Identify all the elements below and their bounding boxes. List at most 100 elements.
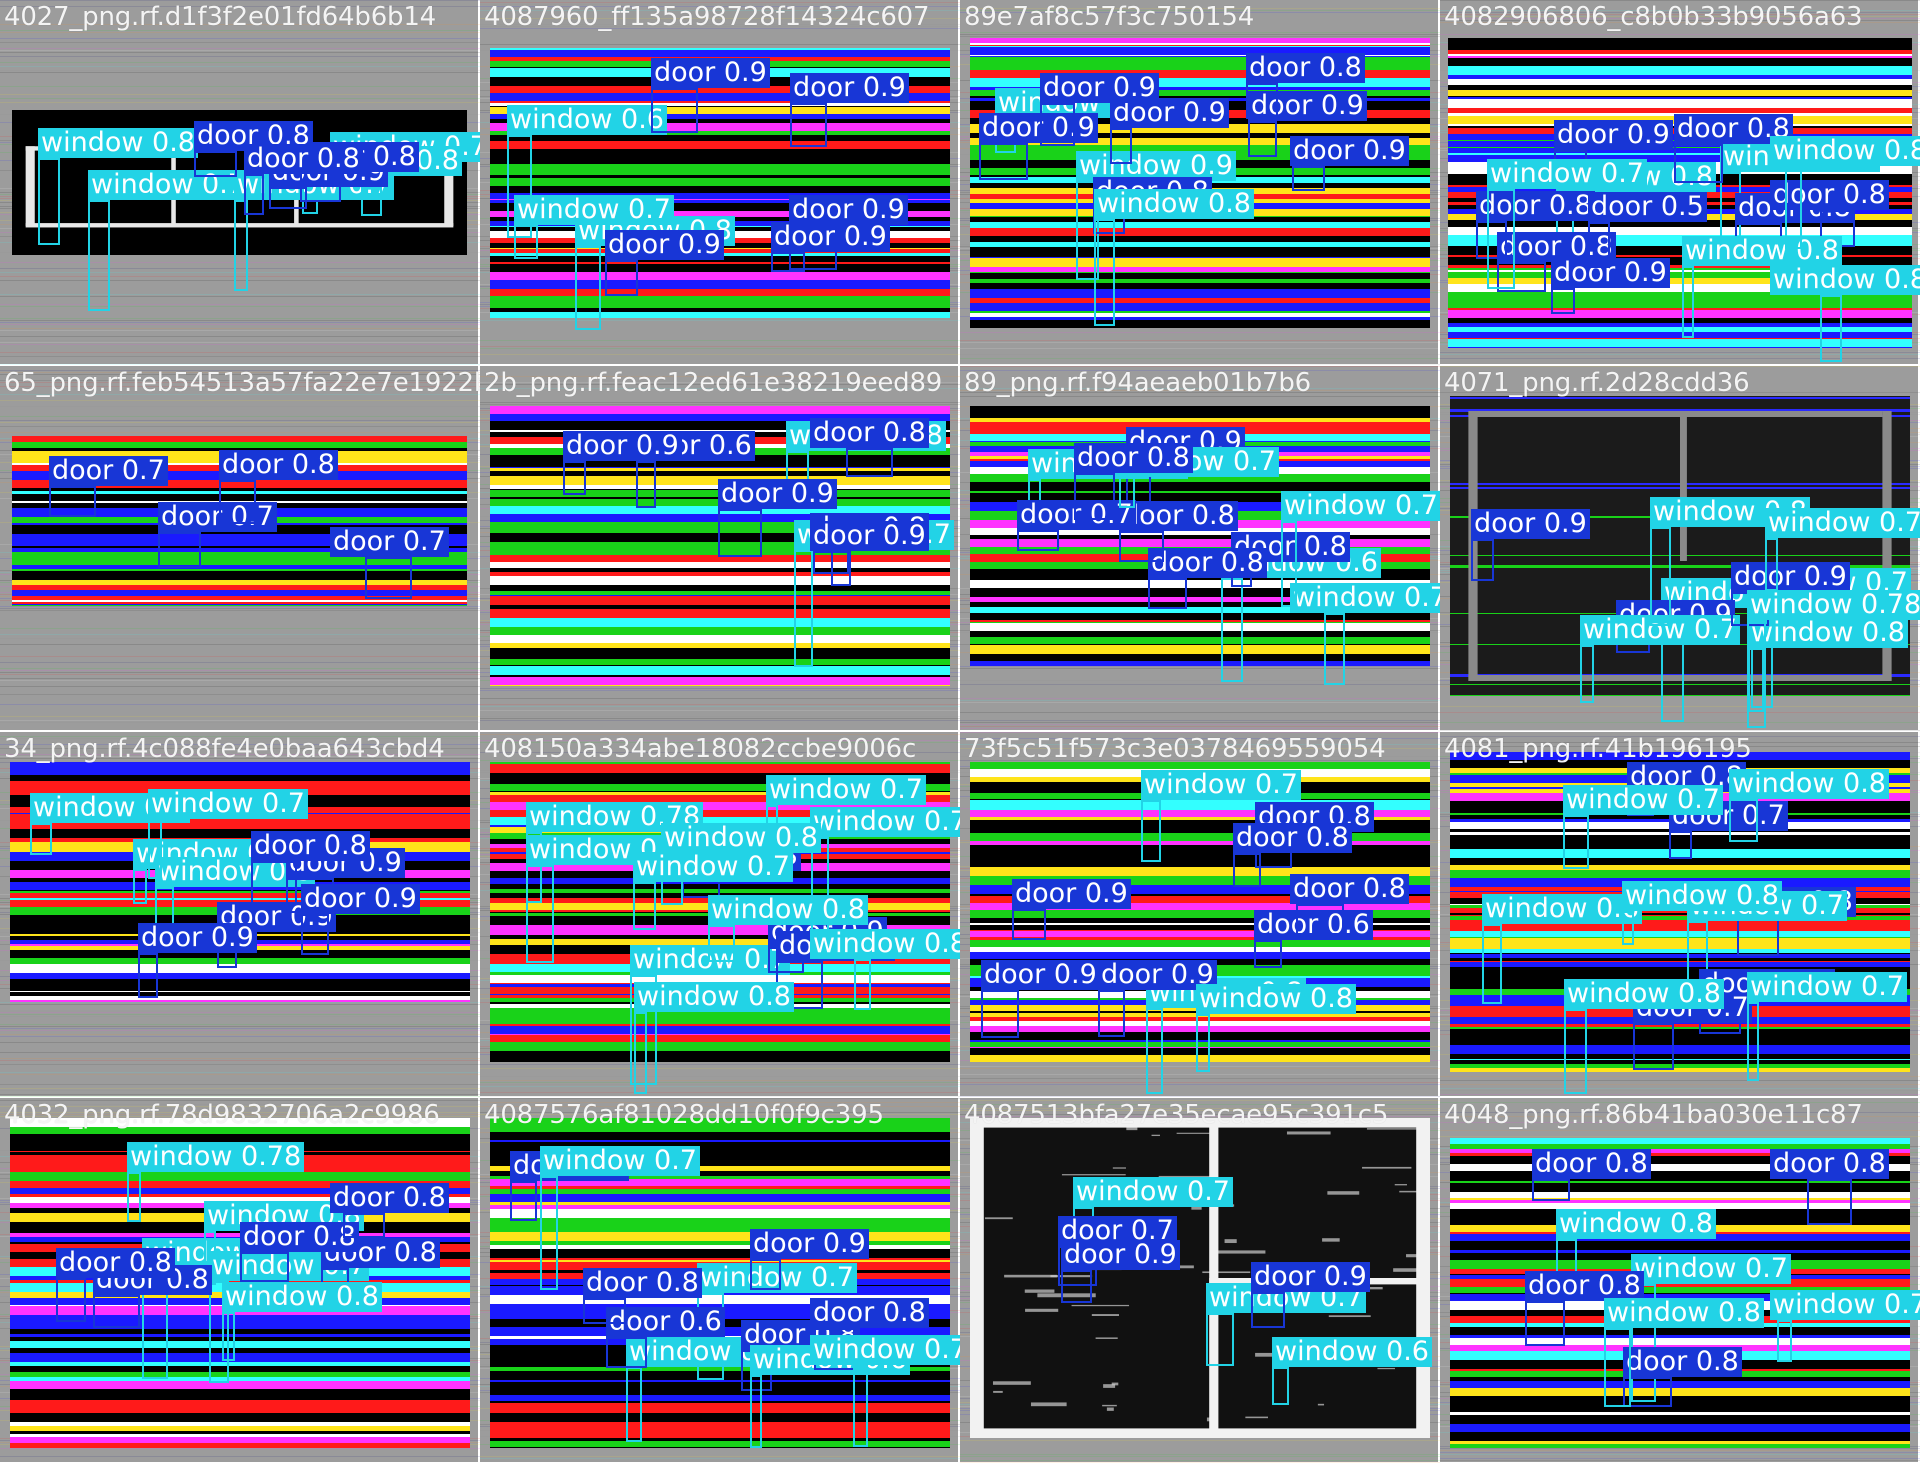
plan-stripe <box>490 939 950 945</box>
plan-stripe <box>490 925 950 932</box>
door-bounding-box <box>1148 578 1187 609</box>
noise-line <box>480 382 960 383</box>
noise-line <box>0 268 480 269</box>
window-bounding-box <box>127 1172 141 1222</box>
plan-stripe <box>12 590 467 596</box>
door-bounding-box <box>365 557 412 599</box>
door-detection-label: door 0.8 <box>1525 1271 1644 1301</box>
plan-stripe <box>490 1218 950 1227</box>
noise-line <box>0 1096 480 1097</box>
door-bounding-box <box>1807 1179 1852 1225</box>
plan-stripe <box>490 784 950 791</box>
window-detection-label: window 0.6 <box>507 105 667 135</box>
plan-stripe <box>490 659 950 663</box>
door-bounding-box <box>813 551 849 574</box>
window-bounding-box <box>1221 578 1243 682</box>
plan-stripe <box>10 1396 470 1400</box>
plan-stripe <box>10 1389 470 1396</box>
door-bounding-box <box>1296 904 1344 935</box>
plan-stripe <box>12 494 467 501</box>
plan-stripe <box>1450 961 1910 962</box>
plan-stripe <box>970 854 1430 863</box>
plan-stripe <box>1448 108 1912 113</box>
noise-line <box>960 744 1440 745</box>
noise-line <box>0 372 480 373</box>
plan-stripe <box>970 937 1430 940</box>
window-bounding-box <box>234 200 248 291</box>
noise-line <box>960 34 1440 35</box>
plan-stripe <box>970 817 1430 820</box>
noise-line <box>0 320 480 321</box>
window-detection-label: window 0.7 <box>88 170 248 200</box>
plan-stripe <box>10 1123 470 1127</box>
plan-stripe <box>10 1372 470 1377</box>
plan-stripe <box>490 131 950 134</box>
plan-stripe <box>1450 849 1910 858</box>
plan-stripe <box>970 631 1430 637</box>
plan-detail <box>1030 1402 1067 1407</box>
plan-stripe <box>12 580 467 585</box>
noise-line <box>0 1024 480 1025</box>
plan-stripe <box>10 1353 470 1362</box>
door-bounding-box <box>1623 1377 1672 1407</box>
noise-line <box>1440 14 1920 15</box>
noise-line <box>0 1090 480 1091</box>
plan-stripe <box>490 1126 950 1132</box>
noise-line <box>960 1460 1440 1461</box>
door-bounding-box <box>1251 1292 1285 1328</box>
plan-stripe <box>970 528 1430 535</box>
plan-stripe <box>490 1179 950 1186</box>
door-bounding-box <box>1248 121 1277 157</box>
plan-stripe <box>970 96 1430 98</box>
plan-stripe <box>1448 318 1912 323</box>
window-bounding-box <box>1563 815 1589 869</box>
plan-stripe <box>12 605 467 606</box>
plan-stripe <box>490 1387 950 1395</box>
plan-stripe <box>10 1334 470 1337</box>
tile-filename: 4087960_ff135a98728f14324c607 <box>484 2 930 32</box>
plan-stripe <box>1450 1027 1910 1029</box>
noise-line <box>0 656 480 657</box>
plan-stripe <box>490 48 950 50</box>
plan-stripe <box>12 576 467 580</box>
plan-stripe <box>490 1295 950 1304</box>
plan-stripe <box>490 677 950 685</box>
window-bounding-box <box>38 158 60 245</box>
plan-stripe <box>970 474 1430 482</box>
plan-stripe <box>490 1410 950 1413</box>
plan-stripe <box>490 658 950 659</box>
plan-detail <box>1358 1287 1383 1290</box>
plan-stripe <box>12 602 467 604</box>
plan-stripe <box>490 663 950 665</box>
plan-stripe <box>490 103 950 106</box>
tile-filename: 89e7af8c57f3c750154 <box>964 2 1255 32</box>
noise-line <box>0 272 480 273</box>
plan-stripe <box>490 1232 950 1241</box>
door-bounding-box <box>93 1295 140 1328</box>
plan-detail <box>1366 1128 1420 1130</box>
plan-stripe <box>490 1422 950 1424</box>
plan-stripe <box>1450 1183 1910 1192</box>
window-detection-label: window 0.8 <box>1604 1298 1764 1328</box>
noise-line <box>1440 730 1920 731</box>
tile-filename: 4087513bfa27e35ecae95c391c5 <box>964 1100 1389 1130</box>
noise-line <box>0 94 480 95</box>
plan-stripe <box>10 1348 470 1350</box>
plan-stripe <box>490 164 950 171</box>
plan-stripe <box>970 78 1430 87</box>
noise-line <box>0 356 480 357</box>
plan-detail <box>1004 1274 1057 1278</box>
noise-line <box>960 756 1440 757</box>
noise-line <box>480 718 960 719</box>
plan-stripe <box>490 1447 950 1448</box>
plan-stripe <box>970 267 1430 272</box>
plan-stripe <box>10 1431 470 1434</box>
noise-line <box>960 1068 1440 1069</box>
plan-stripe <box>490 140 950 141</box>
plan-stripe <box>490 424 950 430</box>
noise-line <box>1440 1122 1920 1123</box>
plan-stripe <box>490 568 950 572</box>
plan-stripe <box>10 1426 470 1431</box>
